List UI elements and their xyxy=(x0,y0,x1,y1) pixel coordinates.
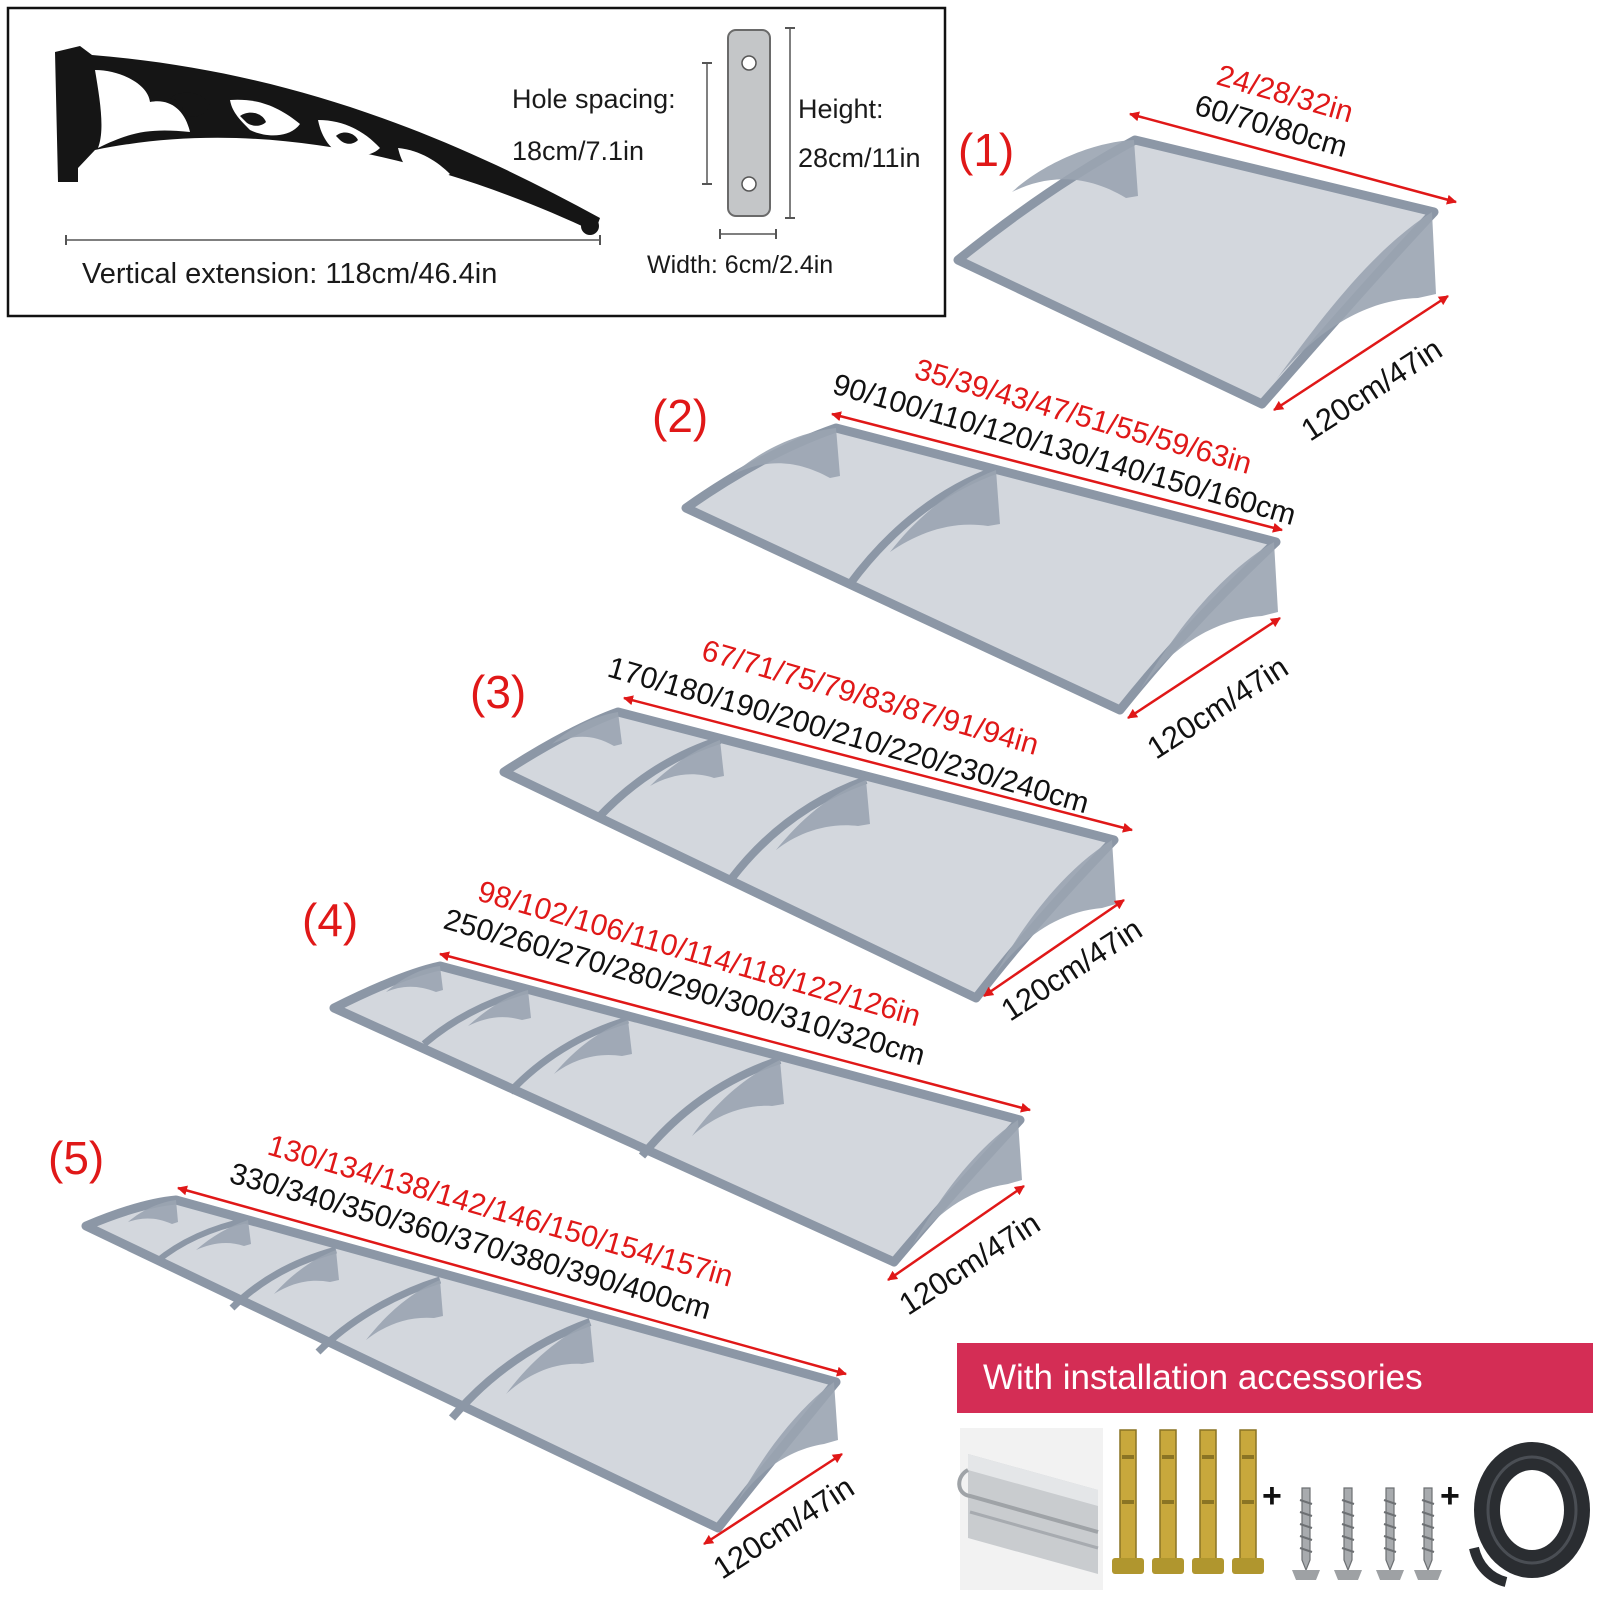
bracket-spec-box: Vertical extension: 118cm/46.4in Hole sp… xyxy=(6,6,947,318)
canopy-5: (5) 130/134/138/142/146/150/154/157in 33… xyxy=(48,1129,860,1586)
canopy-index: (1) xyxy=(958,124,1014,176)
canopy-bracket xyxy=(1012,140,1138,198)
canopy-1: (1) 24/28/32in 60/70/80cm 120cm/47in xyxy=(953,59,1457,448)
screws-image xyxy=(1292,1487,1442,1580)
screw-icon xyxy=(1334,1487,1362,1580)
depth-arrow xyxy=(1273,294,1449,412)
expansion-bolt-icon xyxy=(1232,1429,1264,1574)
canopy-index: (2) xyxy=(652,390,708,442)
length-arrow xyxy=(177,1185,847,1377)
plus-sign: + xyxy=(1262,1477,1282,1515)
expansion-bolts-image xyxy=(1112,1429,1264,1574)
expansion-bolt-icon xyxy=(1112,1429,1144,1574)
canopy-bracket xyxy=(128,1200,178,1224)
bracket-illustration xyxy=(55,46,600,235)
accessories-banner: With installation accessories xyxy=(957,1343,1593,1413)
canopy-bracket xyxy=(734,428,840,478)
expansion-bolt-icon xyxy=(1152,1429,1184,1574)
screw-icon xyxy=(1414,1487,1442,1580)
canopy-index: (4) xyxy=(302,894,358,946)
width-value: Width: 6cm/2.4in xyxy=(647,251,833,279)
canopy-bracket xyxy=(1140,542,1278,690)
accessories-panel: + + xyxy=(957,1428,1590,1590)
expansion-bolt-icon xyxy=(1192,1429,1224,1574)
hole-spacing-value: 18cm/7.1in xyxy=(512,136,644,166)
height-label: Height: xyxy=(798,94,884,124)
height-value: 28cm/11in xyxy=(798,143,921,173)
aluminium-profile-image xyxy=(957,1428,1103,1590)
plus-sign: + xyxy=(1440,1477,1460,1515)
length-arrow xyxy=(623,695,1133,833)
mounting-plate xyxy=(727,29,771,217)
length-arrow xyxy=(439,951,1031,1113)
screw-icon xyxy=(1376,1487,1404,1580)
canopy-bracket xyxy=(552,712,622,746)
rubber-seal-image xyxy=(1469,1442,1590,1587)
length-arrow xyxy=(1129,111,1457,205)
canopy-index: (5) xyxy=(48,1132,104,1184)
depth-arrow xyxy=(703,1452,843,1546)
depth-label: 120cm/47in xyxy=(1141,649,1294,766)
hole-spacing-label: Hole spacing: xyxy=(512,84,676,114)
canopy-index: (3) xyxy=(470,666,526,718)
depth-arrow xyxy=(887,1184,1025,1282)
depth-label: 120cm/47in xyxy=(1295,331,1448,448)
canopy-bracket xyxy=(386,966,443,992)
depth-arrow xyxy=(1127,616,1281,720)
length-arrow xyxy=(831,411,1283,533)
extension-value: Vertical extension: 118cm/46.4in xyxy=(82,258,497,290)
screw-icon xyxy=(1292,1487,1320,1580)
